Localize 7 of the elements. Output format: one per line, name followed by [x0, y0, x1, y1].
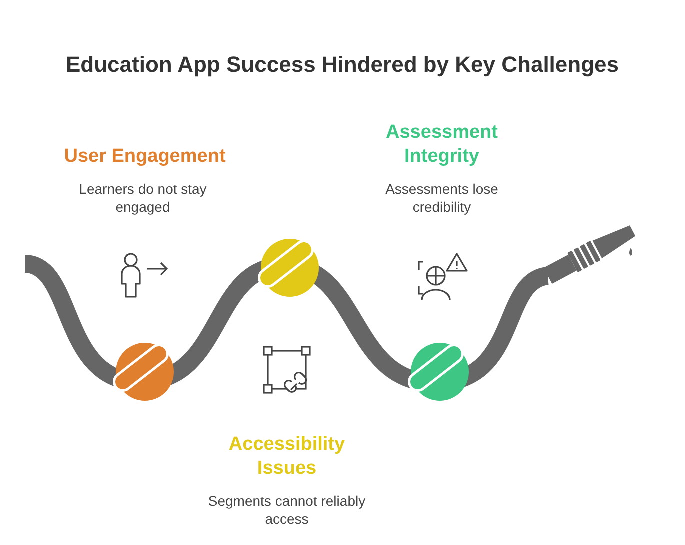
challenge-description: Learners do not stay engaged	[78, 180, 208, 216]
title: Education App Success Hindered by Key Challenges	[65, 52, 620, 78]
challenge-description: Segments cannot reliably access	[207, 492, 367, 528]
challenge-heading: User Engagement	[63, 145, 227, 169]
challenge-heading: Assessment Integrity	[385, 121, 499, 169]
challenge-heading: Accessibility Issues	[228, 433, 346, 481]
challenge-description: Assessments lose credibility	[384, 180, 500, 216]
